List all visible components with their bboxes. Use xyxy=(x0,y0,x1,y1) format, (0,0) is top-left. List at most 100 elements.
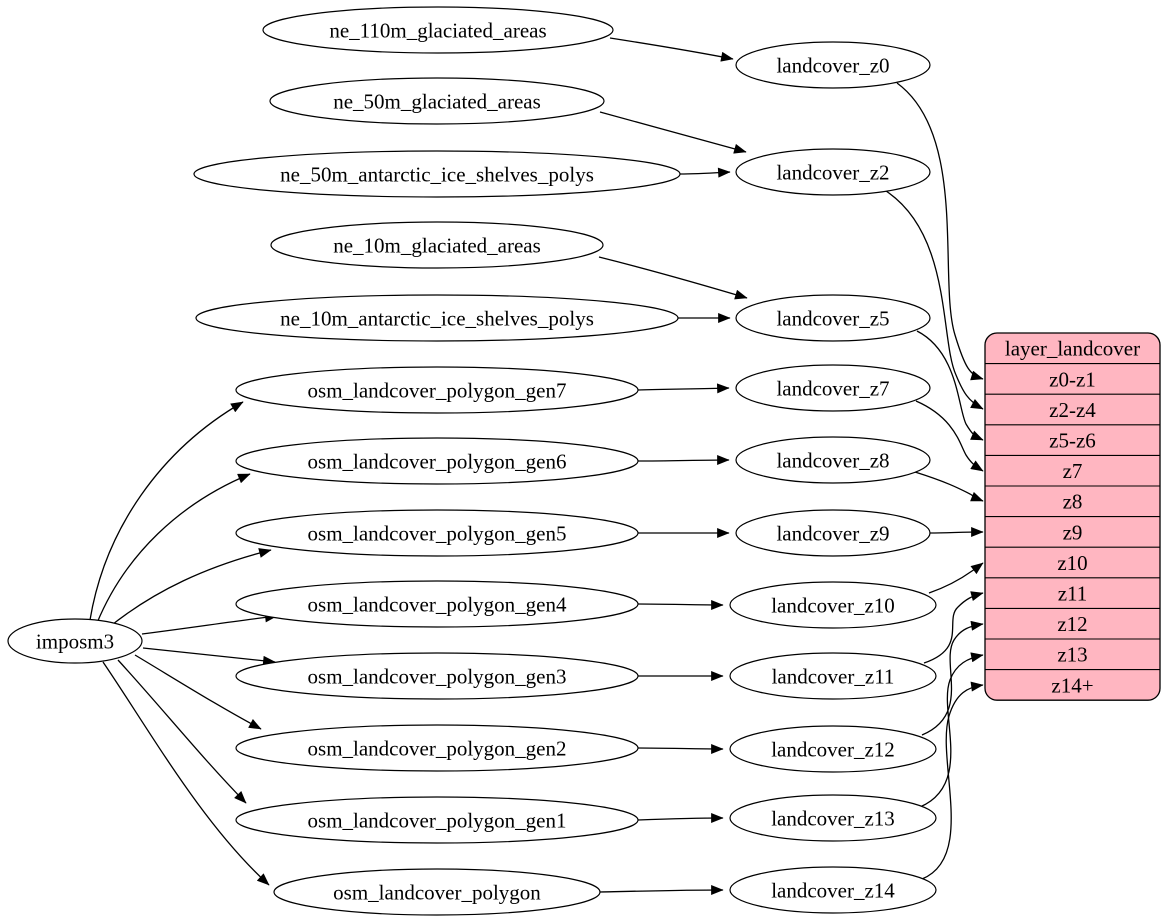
node-landcover-z2: landcover_z2 xyxy=(735,148,931,196)
edge-imposm3-to-osm-landcover-polygon-gen5 xyxy=(107,548,272,629)
node-osm-landcover-polygon: osm_landcover_polygon xyxy=(273,868,601,916)
edge-landcover-z7-to-layer-landcover-z7 xyxy=(915,400,984,472)
node-label: landcover_z10 xyxy=(771,593,895,617)
node-ellipse xyxy=(235,796,639,844)
node-label: ne_10m_glaciated_areas xyxy=(333,233,541,257)
table-row-z7: z7 xyxy=(1063,459,1083,483)
node-ellipse xyxy=(735,294,931,342)
node-label: landcover_z11 xyxy=(772,664,895,688)
edge-ne-10m-glaciated-areas-to-landcover-z5 xyxy=(598,256,748,300)
edge-osm-landcover-polygon-gen1-to-landcover-z13 xyxy=(637,813,724,824)
node-landcover-z10: landcover_z10 xyxy=(729,581,937,629)
node-landcover-z14: landcover_z14 xyxy=(729,866,937,914)
node-osm-landcover-polygon-gen6: osm_landcover_polygon_gen6 xyxy=(235,437,639,485)
edge-imposm3-to-osm-landcover-polygon xyxy=(102,661,270,886)
table-row-z9: z9 xyxy=(1063,520,1083,544)
node-landcover-z11: landcover_z11 xyxy=(729,652,937,700)
table-row-z2-z4: z2-z4 xyxy=(1049,398,1096,422)
edge-ne-50m-glaciated-areas-to-landcover-z2 xyxy=(599,111,747,154)
node-label: landcover_z14 xyxy=(771,878,895,902)
node-landcover-z13: landcover_z13 xyxy=(729,794,937,842)
edge-landcover-z5-to-layer-landcover-z5-z6 xyxy=(916,330,984,441)
node-ellipse xyxy=(235,437,639,485)
node-ellipse xyxy=(735,148,931,196)
node-ellipse xyxy=(270,221,604,269)
edge-landcover-z14-to-layer-landcover-z14plus xyxy=(921,681,984,880)
edge-imposm3-to-osm-landcover-polygon-gen7 xyxy=(89,401,244,621)
edge-imposm3-to-osm-landcover-polygon-gen4 xyxy=(141,612,278,635)
table-row-z0-z1: z0-z1 xyxy=(1049,367,1096,391)
node-ellipse xyxy=(235,509,639,557)
table-title: layer_landcover xyxy=(1005,337,1140,361)
table-row-z11: z11 xyxy=(1058,581,1088,605)
node-label: landcover_z5 xyxy=(776,306,889,330)
edge-landcover-z0-to-layer-landcover-z0-z1 xyxy=(896,82,984,381)
node-imposm3: imposm3 xyxy=(7,618,143,664)
node-landcover-z7: landcover_z7 xyxy=(735,364,931,412)
node-ellipse xyxy=(195,294,679,342)
table-row-z10: z10 xyxy=(1057,551,1087,575)
node-osm-landcover-polygon-gen5: osm_landcover_polygon_gen5 xyxy=(235,509,639,557)
node-label: landcover_z12 xyxy=(771,737,895,761)
node-ne-50m-glaciated-areas: ne_50m_glaciated_areas xyxy=(269,77,605,125)
node-ellipse xyxy=(269,77,605,125)
node-landcover-z5: landcover_z5 xyxy=(735,294,931,342)
edge-ne-50m-antarctic-ice-shelves-polys-to-landcover-z2 xyxy=(679,167,731,178)
node-ellipse xyxy=(735,364,931,412)
node-ellipse xyxy=(7,618,143,664)
node-ne-10m-antarctic-ice-shelves-polys: ne_10m_antarctic_ice_shelves_polys xyxy=(195,294,679,342)
node-label: landcover_z13 xyxy=(771,806,895,830)
node-label: landcover_z8 xyxy=(776,448,889,472)
node-label: osm_landcover_polygon_gen7 xyxy=(308,378,567,402)
node-landcover-z0: landcover_z0 xyxy=(735,41,931,89)
node-label: osm_landcover_polygon_gen5 xyxy=(308,521,567,545)
table-row-z14plus: z14+ xyxy=(1051,673,1093,697)
edge-osm-landcover-polygon-to-landcover-z14 xyxy=(599,885,724,896)
node-label: ne_10m_antarctic_ice_shelves_polys xyxy=(280,306,594,330)
node-osm-landcover-polygon-gen2: osm_landcover_polygon_gen2 xyxy=(235,724,639,772)
nodes-layer: imposm3 ne_110m_glaciated_areas ne_50m_gla… xyxy=(7,6,937,916)
node-ellipse xyxy=(273,868,601,916)
edge-osm-landcover-polygon-gen2-to-landcover-z12 xyxy=(637,743,724,754)
edge-ne-110m-glaciated-areas-to-landcover-z0 xyxy=(609,37,734,62)
table-row-z8: z8 xyxy=(1063,490,1083,514)
node-ellipse xyxy=(729,866,937,914)
edge-landcover-z9-to-layer-landcover-z9 xyxy=(929,527,984,538)
node-ellipse xyxy=(729,794,937,842)
node-ne-110m-glaciated-areas: ne_110m_glaciated_areas xyxy=(262,6,614,54)
node-label: landcover_z0 xyxy=(776,53,889,77)
node-label: landcover_z7 xyxy=(776,376,889,400)
node-ellipse xyxy=(235,366,639,414)
edge-osm-landcover-polygon-gen7-to-landcover-z7 xyxy=(637,383,730,394)
edge-imposm3-to-osm-landcover-polygon-gen2 xyxy=(134,654,262,730)
edge-landcover-z12-to-layer-landcover-z12 xyxy=(921,620,984,736)
table-row-z5-z6: z5-z6 xyxy=(1049,428,1096,452)
edges-layer xyxy=(89,37,984,896)
edge-osm-landcover-polygon-gen6-to-landcover-z8 xyxy=(637,455,730,466)
node-ellipse xyxy=(193,150,681,198)
node-osm-landcover-polygon-gen4: osm_landcover_polygon_gen4 xyxy=(235,580,639,628)
node-label: osm_landcover_polygon xyxy=(333,880,541,904)
node-label: ne_110m_glaciated_areas xyxy=(329,18,546,42)
node-label: osm_landcover_polygon_gen6 xyxy=(308,449,567,473)
node-label: osm_landcover_polygon_gen1 xyxy=(308,808,567,832)
node-ellipse xyxy=(235,580,639,628)
node-ellipse xyxy=(235,724,639,772)
node-osm-landcover-polygon-gen7: osm_landcover_polygon_gen7 xyxy=(235,366,639,414)
node-osm-landcover-polygon-gen3: osm_landcover_polygon_gen3 xyxy=(235,652,639,700)
node-ellipse xyxy=(235,652,639,700)
edge-osm-landcover-polygon-gen4-to-landcover-z10 xyxy=(637,599,724,610)
node-ne-50m-antarctic-ice-shelves-polys: ne_50m_antarctic_ice_shelves_polys xyxy=(193,150,681,198)
edge-imposm3-to-osm-landcover-polygon-gen1 xyxy=(117,659,247,804)
edge-landcover-z13-to-layer-landcover-z13 xyxy=(919,652,984,808)
node-ellipse xyxy=(735,509,931,557)
node-ellipse xyxy=(735,436,931,484)
node-ellipse xyxy=(729,581,937,629)
table-layer-landcover: layer_landcover z0-z1 z2-z4 z5-z6 z7 z8 z9 z10 z… xyxy=(984,332,1161,701)
node-landcover-z12: landcover_z12 xyxy=(729,725,937,773)
node-label: osm_landcover_polygon_gen2 xyxy=(308,736,567,760)
node-ellipse xyxy=(735,41,931,89)
edge-imposm3-to-osm-landcover-polygon-gen3 xyxy=(142,647,276,666)
